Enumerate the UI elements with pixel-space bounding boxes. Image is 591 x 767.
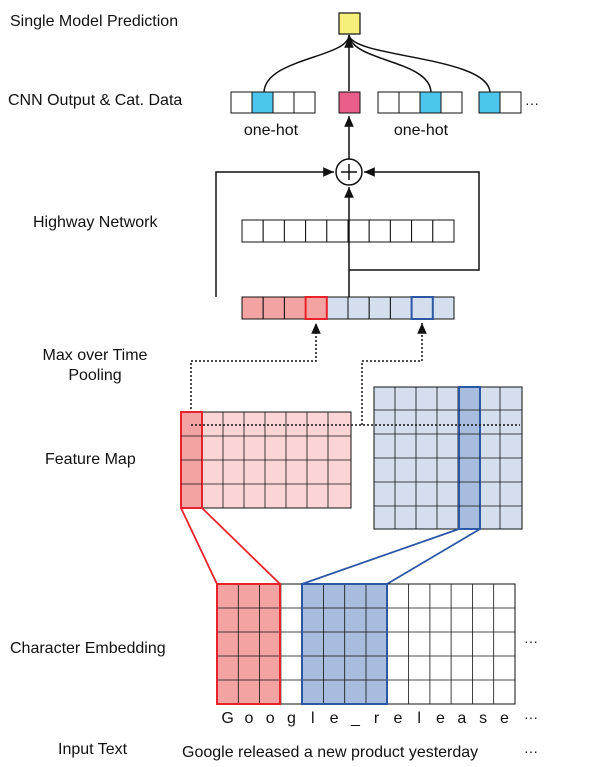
char: s	[479, 710, 487, 727]
character-sequence: G o o g l e _ r e l e a s e	[221, 710, 509, 727]
char: o	[266, 710, 275, 727]
label-max-over-time-line1: Max over Time	[42, 347, 148, 364]
char: r	[374, 710, 380, 727]
one-hot-label-right: one-hot	[394, 122, 449, 139]
pooling-arrows	[190, 323, 427, 425]
ellipsis-cnn-row: ···	[525, 95, 539, 111]
cnn-output-cell	[338, 91, 361, 114]
char: e	[330, 710, 339, 727]
one-hot-cell	[272, 91, 295, 114]
ellipsis-embedding: ···	[524, 633, 538, 649]
pooled-vector	[241, 296, 455, 320]
one-hot-cell-active	[251, 91, 274, 114]
char: g	[287, 710, 296, 727]
output-connections	[263, 34, 491, 94]
one-hot-cell	[398, 91, 421, 114]
one-hot-label-left: one-hot	[244, 122, 299, 139]
one-hot-cell	[230, 91, 253, 114]
label-max-over-time-line2: Pooling	[68, 367, 122, 384]
label-single-model-prediction: Single Model Prediction	[10, 13, 179, 30]
character-embedding-grid	[216, 583, 516, 705]
char: o	[244, 710, 253, 727]
char: _	[350, 710, 361, 727]
feature-map-blue	[373, 386, 523, 530]
one-hot-cell-active	[478, 91, 501, 114]
char: l	[311, 710, 315, 727]
one-hot-cell	[499, 91, 522, 114]
label-feature-map: Feature Map	[45, 451, 136, 468]
label-input-text: Input Text	[58, 741, 128, 758]
one-hot-cell	[377, 91, 400, 114]
label-max-over-time: Max over Time Pooling	[20, 346, 170, 386]
label-character-embedding: Character Embedding	[10, 640, 166, 657]
char: e	[436, 710, 445, 727]
prediction-node	[338, 12, 361, 35]
sum-node	[335, 158, 363, 186]
one-hot-cell-active	[419, 91, 442, 114]
filter-connections	[180, 507, 481, 585]
one-hot-cell	[440, 91, 463, 114]
char: l	[417, 710, 421, 727]
label-cnn-output: CNN Output & Cat. Data	[8, 92, 183, 109]
char: G	[221, 710, 233, 727]
cnn-output-row	[230, 91, 522, 114]
input-sentence: Google released a new product yesterday	[182, 744, 478, 761]
one-hot-cell	[293, 91, 316, 114]
highway-network-layer	[241, 219, 455, 243]
char: e	[500, 710, 509, 727]
ellipsis-input: ···	[524, 743, 538, 759]
char: e	[393, 710, 402, 727]
char: a	[457, 710, 466, 727]
feature-map-red	[180, 411, 352, 509]
label-highway-network: Highway Network	[33, 214, 158, 231]
ellipsis-chars: ···	[524, 709, 538, 725]
highway-connections	[215, 167, 480, 297]
